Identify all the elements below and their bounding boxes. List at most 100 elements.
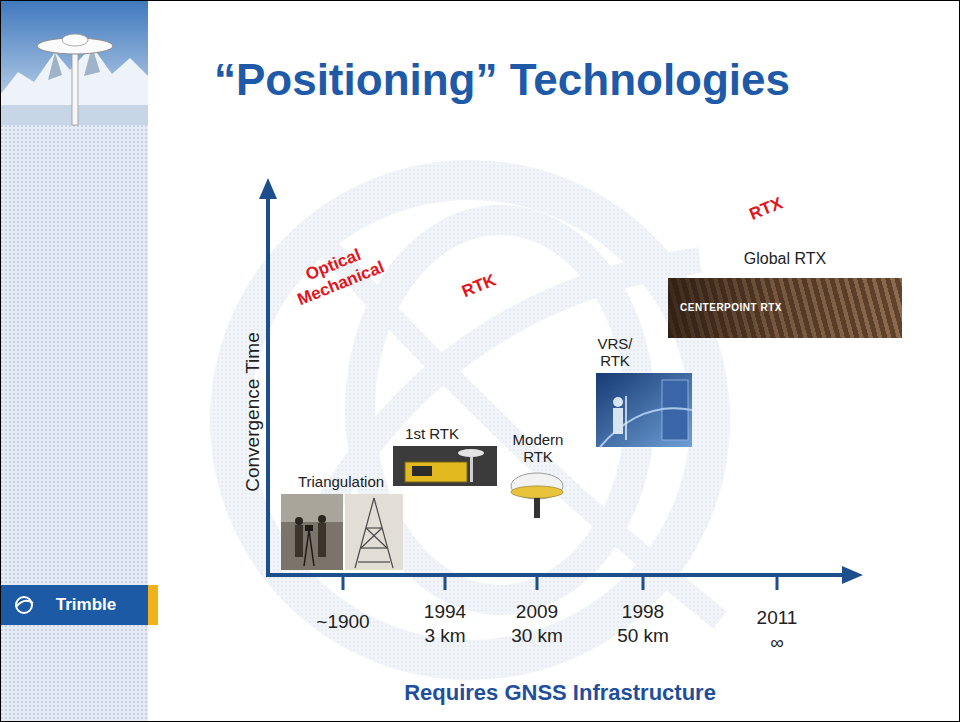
vrs-photo-part	[662, 380, 688, 440]
chart-axes-part	[536, 575, 539, 590]
logo-text: Trimble	[56, 595, 116, 615]
sidebar-part	[48, 52, 62, 80]
label-anchor: 2009	[516, 601, 558, 623]
banner-text: CENTERPOINT RTX	[680, 301, 782, 315]
triangulation-photos-part	[318, 523, 326, 557]
sidebar-part	[0, 585, 148, 625]
modern-rtk-receiver	[511, 473, 563, 518]
triangulation-photos-part	[281, 494, 343, 522]
triangulation-photos-part	[345, 494, 403, 570]
triangulation-photos-part	[295, 517, 303, 525]
sidebar	[0, 0, 158, 722]
title-anchor: “Positioning” Technologies	[214, 55, 790, 106]
label-anchor: Convergence Time	[242, 332, 264, 491]
vrs-photo	[596, 373, 692, 447]
first-rtk-photo-part	[393, 446, 497, 486]
sidebar-part	[0, 0, 148, 125]
chart-axes-part	[642, 575, 645, 590]
triangulation-photos-part	[295, 525, 303, 557]
method-label: Modern RTK	[506, 431, 570, 466]
label-anchor: 3 km	[424, 625, 465, 647]
label-anchor: 1st RTK	[405, 425, 459, 442]
chart-axes-part	[266, 196, 270, 577]
label-anchor: Triangulation	[298, 473, 384, 490]
method-label: Triangulation	[298, 473, 384, 490]
chart-axes-part	[266, 573, 845, 577]
image-banner: Global RTXCENTERPOINT RTX	[668, 278, 902, 338]
label-anchor: Optical Mechanical	[279, 235, 396, 312]
tick-label: 2009	[516, 601, 558, 623]
method-label: 1st RTK	[405, 425, 459, 442]
chart-axes-part	[444, 575, 447, 590]
vrs-photo-part	[613, 408, 623, 434]
first-rtk-photo-part	[470, 454, 473, 482]
sidebar-part	[62, 34, 88, 46]
modern-rtk-receiver-part	[534, 498, 540, 518]
range-label: 3 km	[424, 625, 465, 647]
sidebar-part	[148, 585, 158, 625]
label-anchor: Requires GNSS Infrastructure	[404, 680, 716, 705]
label-anchor: 50 km	[617, 625, 669, 647]
triangulation-photos-part-part	[361, 528, 382, 548]
triangulation-photos-part	[355, 498, 393, 568]
chart-axes-part	[842, 566, 863, 584]
label-anchor: RTX	[747, 194, 786, 225]
triangulation-photos-part-part	[366, 527, 382, 528]
vrs-photo-part	[600, 408, 692, 447]
watermark	[230, 180, 720, 660]
chart-axes-part	[776, 575, 779, 590]
label-anchor: VRS/ RTK	[591, 335, 639, 370]
vrs-photo-part	[613, 397, 623, 407]
triangulation-photos	[281, 494, 403, 570]
chart-axes-part	[259, 178, 277, 199]
sidebar-part	[0, 46, 148, 125]
axis-title: Requires GNSS Infrastructure	[404, 680, 716, 705]
tick-label: 1998	[622, 601, 664, 623]
era-label: Optical Mechanical	[279, 235, 396, 312]
label-anchor: 1994	[424, 601, 466, 623]
tick-label: ~1900	[316, 611, 369, 633]
label-anchor: RTK	[459, 270, 499, 301]
vrs-photo-part	[625, 396, 627, 440]
era-label: RTX	[747, 194, 786, 225]
triangulation-photos-part	[304, 530, 309, 566]
label-anchor: 1998	[622, 601, 664, 623]
triangulation-photos-part-part	[361, 547, 387, 548]
modern-rtk-receiver-part	[511, 473, 563, 499]
vrs-photo-part	[596, 373, 692, 447]
watermark-part	[330, 250, 720, 620]
sidebar-part	[16, 597, 32, 613]
tick-label: 1994	[424, 601, 466, 623]
label-anchor: Modern RTK	[506, 431, 570, 466]
method-label: VRS/ RTK	[591, 335, 639, 370]
chart-axes	[259, 178, 863, 590]
node-heading: Global RTX	[668, 248, 902, 270]
era-label: RTK	[459, 270, 499, 301]
first-rtk-photo	[393, 446, 497, 486]
first-rtk-photo-part	[412, 466, 432, 476]
sidebar-part	[0, 125, 148, 722]
range-label: ∞	[770, 632, 784, 654]
triangulation-photos-part	[305, 525, 313, 531]
chart-axes-part	[342, 575, 345, 590]
triangulation-photos-part	[318, 515, 326, 523]
first-rtk-photo-part	[458, 449, 484, 457]
modern-rtk-receiver-part	[511, 486, 563, 498]
range-label: 50 km	[617, 625, 669, 647]
label-anchor: ~1900	[316, 611, 369, 633]
tick-label: 2011	[757, 607, 798, 629]
slide-title: “Positioning” Technologies	[214, 55, 790, 106]
label-anchor: 2011	[757, 607, 798, 629]
watermark-part	[230, 180, 710, 660]
first-rtk-photo-part	[405, 462, 467, 482]
triangulation-photos-part-part	[358, 561, 390, 562]
triangulation-photos-part	[309, 530, 314, 566]
sidebar-part	[16, 601, 33, 607]
axis-title: Convergence Time	[242, 332, 264, 491]
sidebar-part	[72, 50, 78, 125]
label-anchor: Trimble	[56, 595, 116, 615]
